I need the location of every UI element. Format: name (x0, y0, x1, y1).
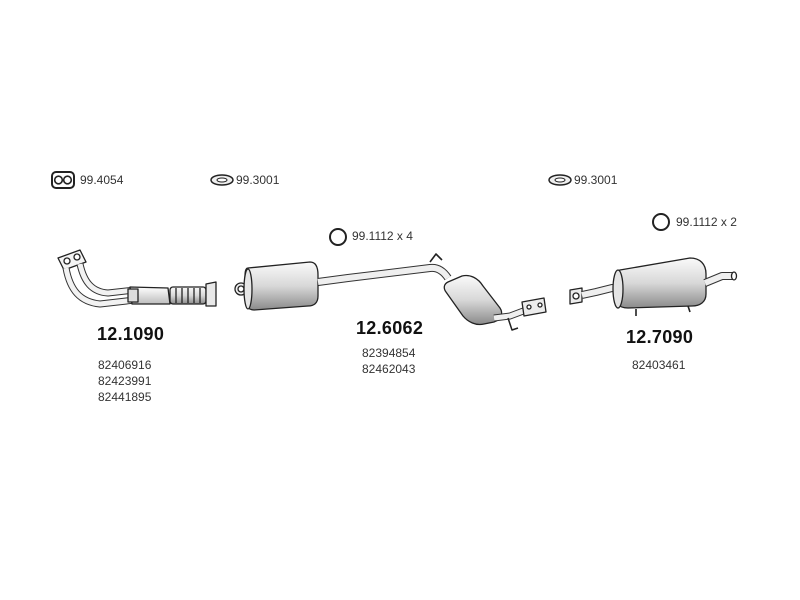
rubber-mount-icon (329, 228, 347, 246)
part-number-rear-silencer: 12.7090 (626, 327, 694, 347)
front-pipe-drawing (57, 249, 217, 308)
part-number-front-pipe: 12.1090 (97, 324, 165, 344)
ring-gasket-icon (548, 174, 572, 186)
part-number-center-silencer: 12.6062 (356, 318, 424, 338)
rear-silencer-drawing (569, 257, 738, 316)
ring-gasket-icon (210, 174, 234, 186)
oe-ref: 82406916 (98, 358, 152, 372)
flange-gasket-icon (51, 171, 75, 189)
center-mount-label: 99.1112 x 4 (352, 229, 413, 243)
flange-gasket-label: 99.4054 (80, 173, 124, 187)
oe-ref: 82423991 (98, 374, 152, 388)
rubber-mount-icon (652, 213, 670, 231)
oe-ref: 82441895 (98, 390, 152, 404)
oe-ref: 82462043 (362, 362, 416, 376)
ring-gasket-label-left: 99.3001 (236, 173, 280, 187)
rear-mount-label: 99.1112 x 2 (676, 215, 737, 229)
center-silencer-drawing (234, 253, 547, 331)
oe-ref: 82394854 (362, 346, 416, 360)
oe-ref: 82403461 (632, 358, 686, 372)
ring-gasket-label-right: 99.3001 (574, 173, 618, 187)
